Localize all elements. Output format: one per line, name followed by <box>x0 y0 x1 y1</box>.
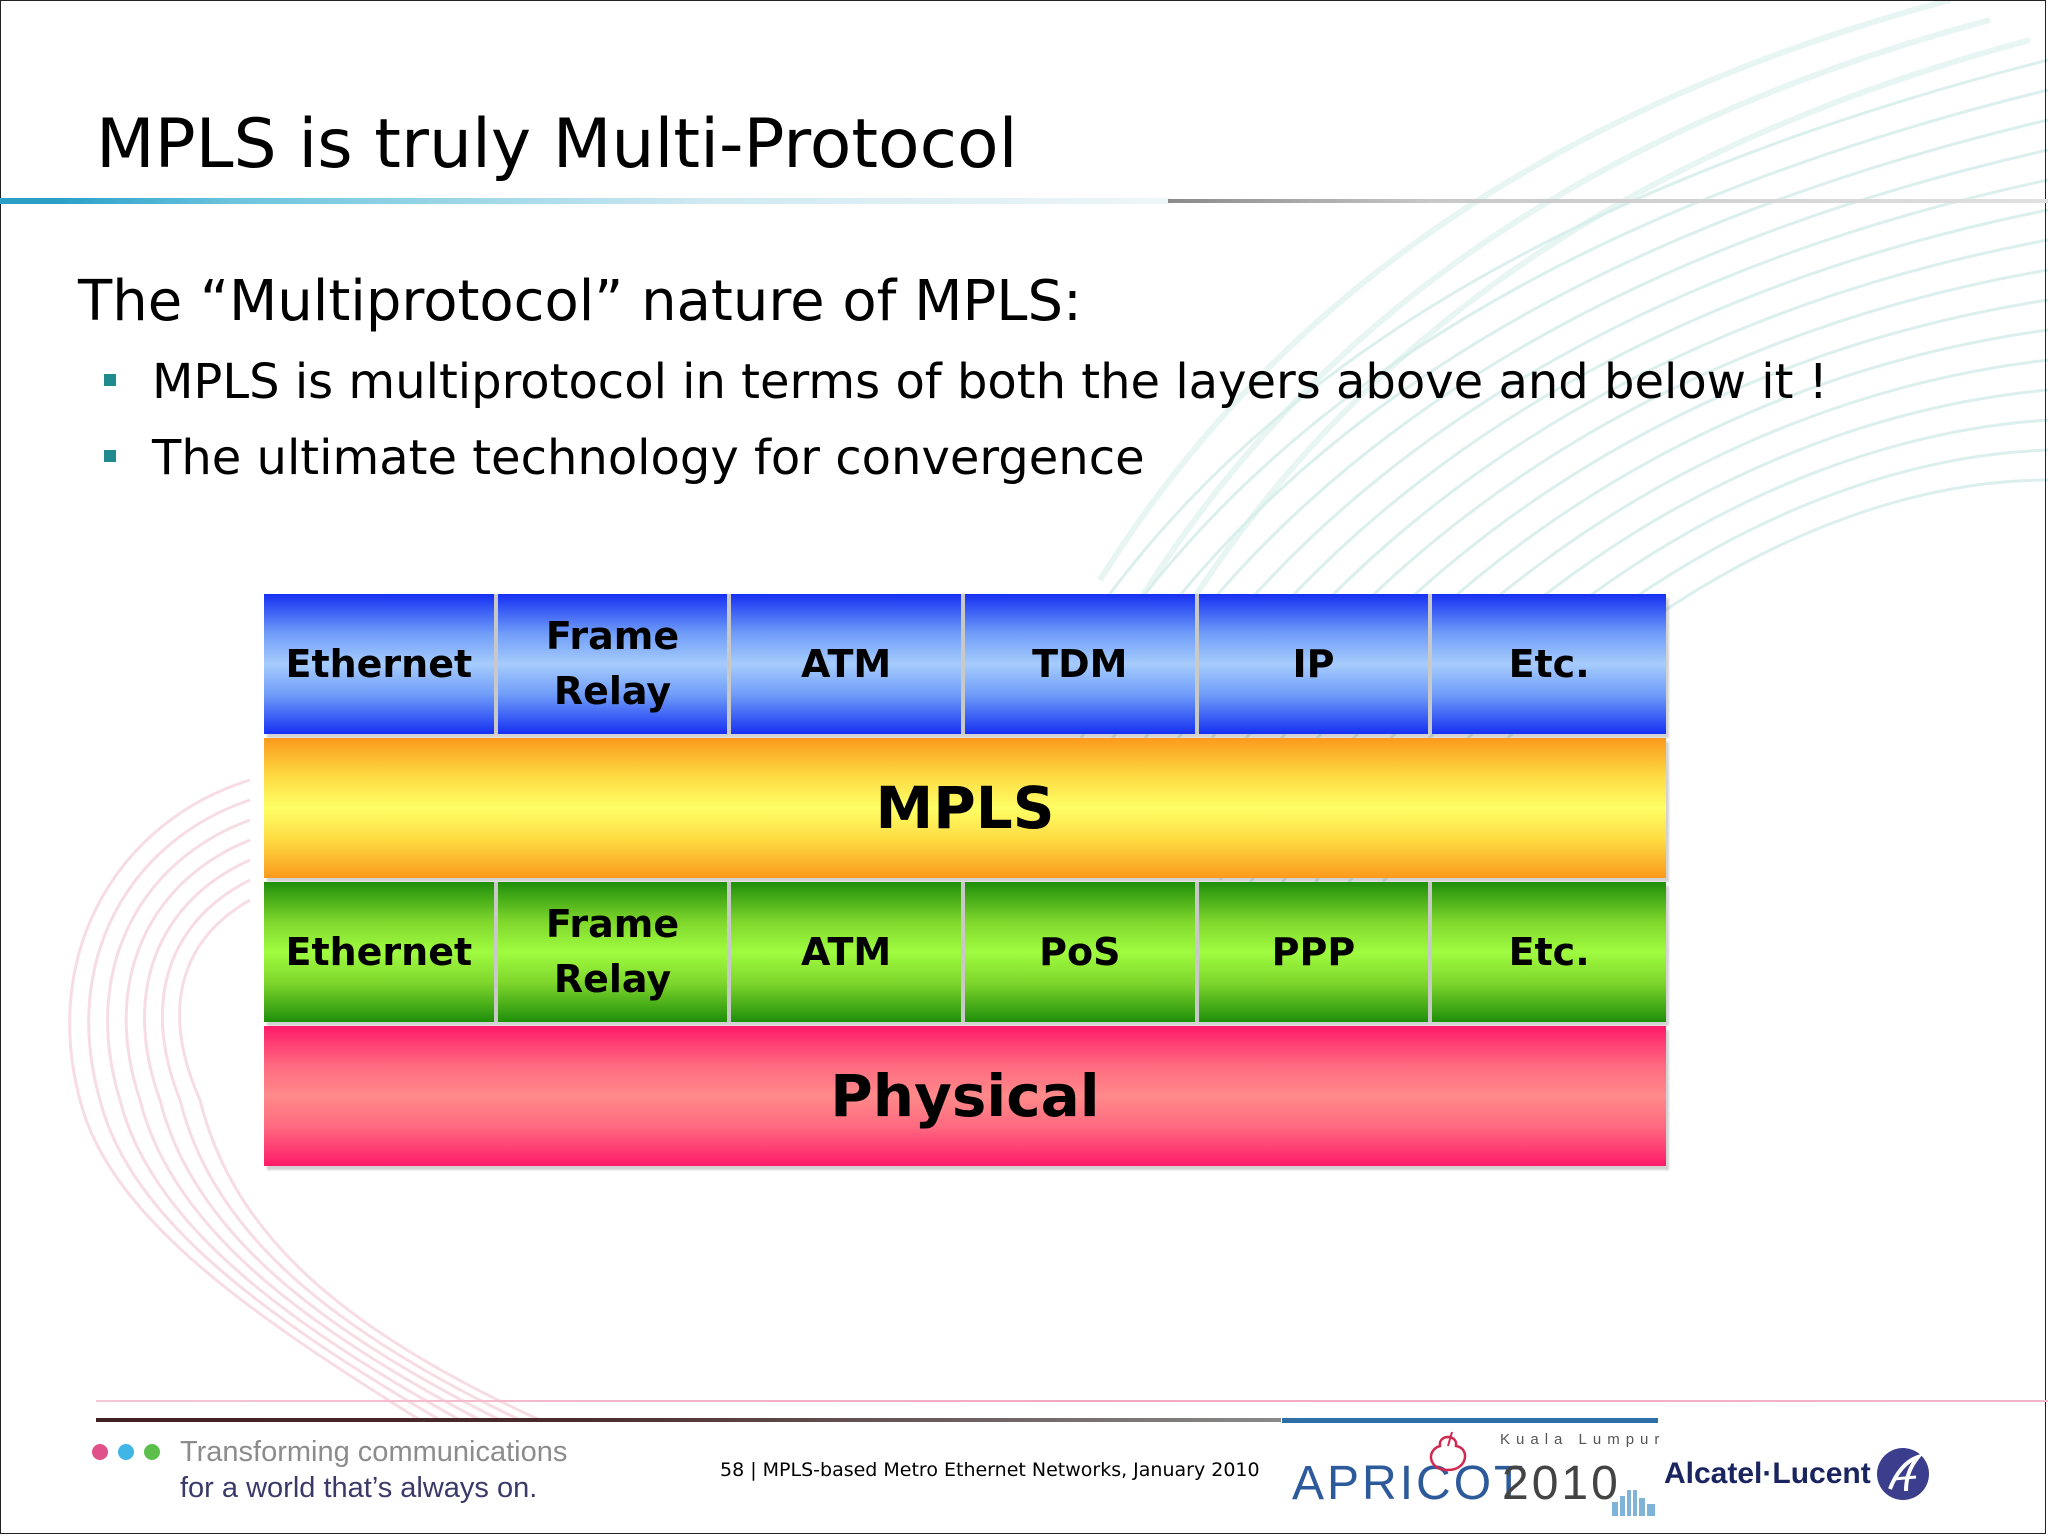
tagline-line-2: for a world that’s always on. <box>180 1472 538 1504</box>
upper-protocol-label: TDM <box>1032 641 1128 686</box>
apricot-flower-icon <box>1429 1431 1467 1472</box>
alcatel-lucent-logo-icon <box>1877 1448 1929 1500</box>
upper-protocol-label: Frame Relay <box>545 614 680 713</box>
upper-protocol-label: Etc. <box>1508 641 1590 686</box>
slide-footnote: 58 | MPLS-based Metro Ethernet Networks,… <box>720 1459 1260 1481</box>
upper-protocol-cell: ATM <box>731 594 965 734</box>
physical-layer: Physical <box>264 1026 1666 1166</box>
lower-protocol-label: PoS <box>1039 929 1121 974</box>
lead-text: The “Multiprotocol” nature of MPLS: <box>78 269 1082 334</box>
lower-protocol-label: Ethernet <box>285 929 473 974</box>
dot-pink-icon <box>92 1444 108 1460</box>
upper-protocol-label: IP <box>1292 641 1335 686</box>
lower-protocol-cell: PoS <box>964 882 1199 1022</box>
lower-protocols-row: Ethernet Frame Relay ATM PoS PPP Etc. <box>264 882 1666 1022</box>
title-underline <box>0 198 1170 204</box>
apricot-city: Kuala Lumpur <box>1500 1431 1666 1448</box>
apricot-year: 2010 <box>1502 1457 1621 1510</box>
bullet-2: The ultimate technology for convergence <box>152 430 1145 486</box>
upper-protocol-cell: Etc. <box>1432 594 1666 734</box>
footer-divider-pink <box>96 1400 2048 1402</box>
tagline-dots <box>92 1444 160 1460</box>
city-skyline-icon <box>1612 1490 1655 1516</box>
footer-divider <box>96 1418 1281 1422</box>
lower-protocol-cell: ATM <box>731 882 965 1022</box>
lower-protocol-cell: Etc. <box>1432 882 1666 1022</box>
apricot-wordmark: APRICOT <box>1292 1457 1527 1510</box>
footer-divider-blue <box>1282 1418 1658 1423</box>
lower-protocol-cell: Frame Relay <box>497 882 732 1022</box>
lower-protocol-cell: PPP <box>1198 882 1433 1022</box>
mpls-layer: MPLS <box>264 738 1666 878</box>
upper-protocol-cell: Frame Relay <box>497 594 732 734</box>
bullet-1: MPLS is multiprotocol in terms of both t… <box>152 354 1828 410</box>
physical-layer-row: Physical <box>264 1026 1666 1166</box>
mpls-layer-label: MPLS <box>875 773 1055 842</box>
upper-protocol-cell: IP <box>1198 594 1433 734</box>
bullet-square-icon <box>104 450 116 462</box>
upper-protocol-label: ATM <box>801 641 892 686</box>
upper-protocol-label: Ethernet <box>285 641 473 686</box>
bullet-square-icon <box>104 374 116 386</box>
lower-protocol-label: ATM <box>801 929 892 974</box>
physical-layer-label: Physical <box>830 1061 1100 1130</box>
apricot-logo: Kuala Lumpur APRICOT 2010 <box>1290 1430 1660 1516</box>
lower-protocol-label: Frame Relay <box>545 902 680 1001</box>
tagline-line-1: Transforming communications <box>180 1436 568 1468</box>
slide-title: MPLS is truly Multi-Protocol <box>96 105 1018 184</box>
upper-protocols-row: Ethernet Frame Relay ATM TDM IP Etc. <box>264 594 1666 734</box>
lower-protocol-cell: Ethernet <box>264 882 498 1022</box>
dot-green-icon <box>144 1444 160 1460</box>
title-underline-gray <box>1168 199 2048 203</box>
upper-protocol-cell: Ethernet <box>264 594 498 734</box>
lower-protocol-label: PPP <box>1271 929 1356 974</box>
lower-protocol-label: Etc. <box>1508 929 1590 974</box>
dot-blue-icon <box>118 1444 134 1460</box>
company-name: Alcatel·Lucent <box>1664 1457 1871 1490</box>
mpls-layer-row: MPLS <box>264 738 1666 878</box>
upper-protocol-cell: TDM <box>964 594 1199 734</box>
